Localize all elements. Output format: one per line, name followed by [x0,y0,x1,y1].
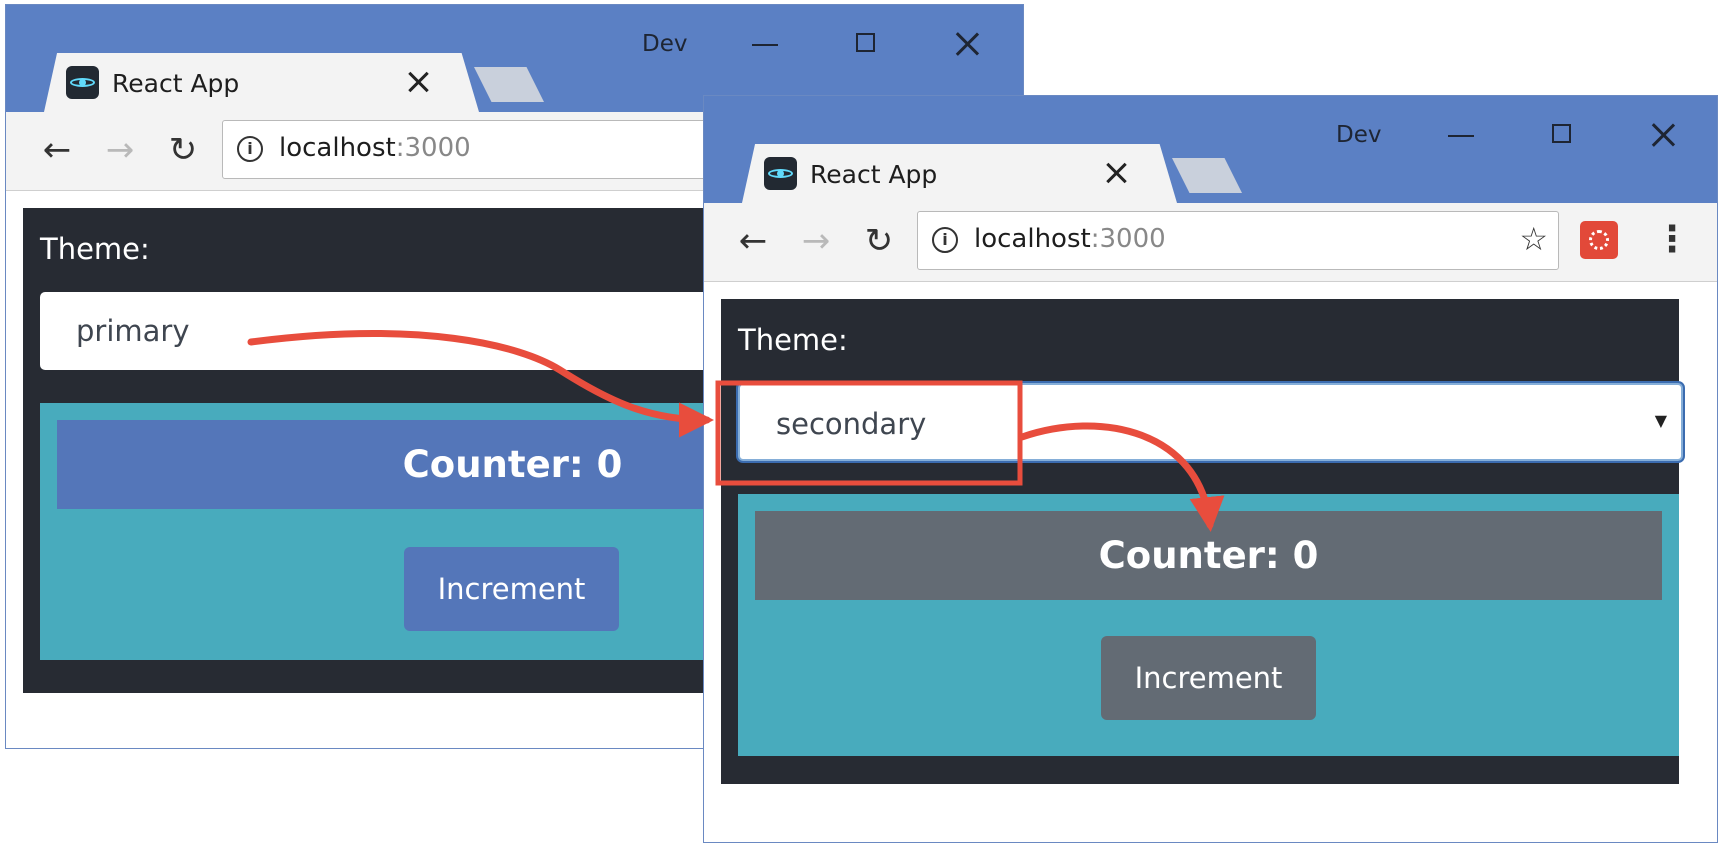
window-close-icon[interactable] [945,27,989,61]
browser-tab[interactable]: React App [742,144,1177,203]
dropdown-caret-icon[interactable]: ▼ [1654,411,1667,430]
browser-toolbar: ← → ↻ i localhost:3000 ☆ ⋮ [704,203,1717,282]
forward-arrow-icon[interactable]: → [801,221,831,261]
increment-button[interactable]: Increment [404,547,619,631]
browser-window-secondary: Dev React App ← → ↻ i localhost:3000 ☆ ⋮… [703,95,1718,843]
tab-title: React App [810,160,938,189]
tab-close-icon[interactable] [403,67,433,97]
title-bar: Dev React App [704,96,1717,203]
info-icon[interactable]: i [237,136,263,162]
extension-icon[interactable] [1580,221,1618,259]
info-icon[interactable]: i [932,227,958,253]
react-favicon-icon [66,66,99,99]
theme-select[interactable]: secondary ▼ [738,383,1683,461]
theme-label: Theme: [738,323,848,357]
counter-panel: Counter: 0 Increment [738,494,1679,756]
theme-select-value: primary [76,314,190,348]
minimize-icon[interactable] [1439,118,1483,152]
url-text: localhost:3000 [279,133,471,163]
new-tab-button[interactable] [1172,158,1242,193]
profile-label: Dev [1336,122,1382,148]
counter-display: Counter: 0 [755,511,1662,600]
title-bar: Dev React App [6,5,1023,112]
menu-icon[interactable]: ⋮ [1654,219,1690,260]
react-favicon-icon [764,157,797,190]
increment-button[interactable]: Increment [1101,636,1316,720]
reload-icon[interactable]: ↻ [864,221,894,261]
tab-close-icon[interactable] [1101,158,1131,188]
theme-label: Theme: [40,232,150,266]
star-icon[interactable]: ☆ [1519,220,1548,258]
browser-tab[interactable]: React App [44,53,479,112]
profile-label: Dev [642,31,688,57]
page-content: Theme: secondary ▼ Counter: 0 Increment [704,282,1717,842]
back-arrow-icon[interactable]: ← [738,221,768,261]
new-tab-button[interactable] [474,67,544,102]
address-bar[interactable]: i localhost:3000 ☆ [917,211,1559,270]
react-app: Theme: secondary ▼ Counter: 0 Increment [721,299,1683,784]
tab-title: React App [112,69,240,98]
back-arrow-icon[interactable]: ← [42,130,72,170]
url-text: localhost:3000 [974,224,1166,254]
forward-arrow-icon[interactable]: → [105,130,135,170]
theme-select-value: secondary [776,407,927,441]
maximize-icon[interactable] [1540,118,1584,152]
minimize-icon[interactable] [743,27,787,61]
maximize-icon[interactable] [844,27,888,61]
reload-icon[interactable]: ↻ [168,130,198,170]
window-close-icon[interactable] [1641,118,1685,152]
